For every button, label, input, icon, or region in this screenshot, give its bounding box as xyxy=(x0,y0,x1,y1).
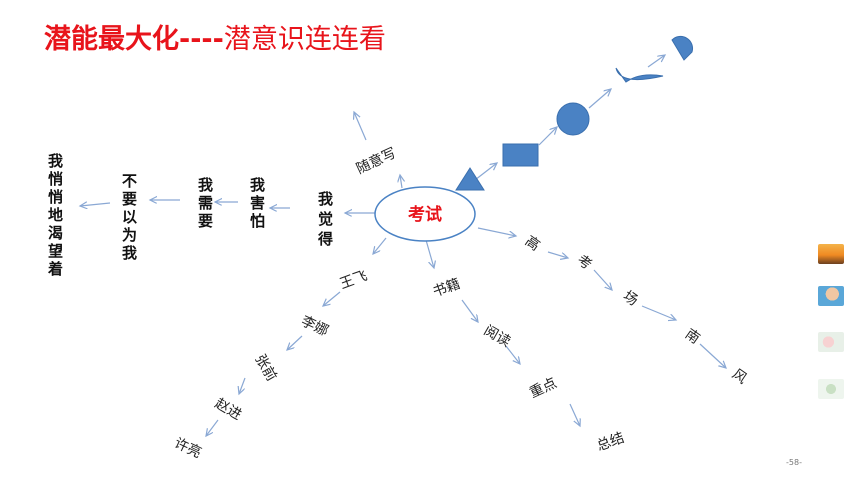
arrow-gao-kao xyxy=(547,251,568,258)
square-shape xyxy=(502,143,539,167)
arrow-center-suiyi xyxy=(400,175,402,189)
node-feng: 风 xyxy=(729,366,750,387)
node-kao: 考 xyxy=(574,252,595,273)
node-buyao-char-0: 不 xyxy=(122,172,137,190)
arrow-square-circle xyxy=(538,127,557,146)
arrow-nan-feng xyxy=(699,343,726,368)
node-juede: 我觉得 xyxy=(317,190,333,248)
center-node xyxy=(374,186,476,242)
arrow-wangfei-lina xyxy=(323,291,341,306)
node-qiaoqiao-char-0: 我 xyxy=(48,152,63,170)
arrow-lina-zhangqian xyxy=(287,335,303,350)
arrow-moon-halfcircle xyxy=(647,55,665,68)
node-nan: 南 xyxy=(682,326,703,347)
node-suiyi: 随意写 xyxy=(353,144,398,177)
arrow-center-shuji xyxy=(425,239,434,268)
page-title: 潜能最大化----潜意识连连看 xyxy=(44,22,386,58)
node-buyao-char-4: 我 xyxy=(122,244,137,262)
arrow-chang-nan xyxy=(641,305,676,320)
half-circle-shape xyxy=(671,35,694,61)
node-buyao: 不要以为我 xyxy=(122,172,137,262)
node-xuyao-char-1: 需 xyxy=(198,194,213,212)
node-zhangqian: 张前 xyxy=(252,351,281,384)
node-buyao-char-3: 为 xyxy=(122,226,137,244)
circle-shape xyxy=(556,102,590,136)
node-buyao-char-2: 以 xyxy=(122,208,137,226)
connectors xyxy=(80,55,726,436)
node-qiaoqiao: 我悄悄地渴望着 xyxy=(47,152,63,278)
thumbnail-face[interactable] xyxy=(818,286,844,306)
arrow-center-wangfei xyxy=(373,237,387,254)
arrow-zhangqian-zhaojin xyxy=(239,377,246,394)
title-normal: 潜意识连连看 xyxy=(223,24,386,55)
node-haipa-char-2: 怕 xyxy=(250,212,265,230)
node-xuyao-char-2: 要 xyxy=(198,212,213,230)
node-haipa-char-0: 我 xyxy=(250,176,265,194)
title-bold: 潜能最大化---- xyxy=(44,24,224,55)
center-label: 考试 xyxy=(407,204,442,225)
arrow-buyao-qiaoqiao xyxy=(80,203,111,206)
node-qiaoqiao-char-6: 着 xyxy=(47,260,63,278)
page-number: -58- xyxy=(786,458,802,467)
thumbnail-flowers[interactable] xyxy=(818,332,844,352)
thumbnail-sunset[interactable] xyxy=(818,244,844,264)
node-chang: 场 xyxy=(620,288,641,309)
node-buyao-char-1: 要 xyxy=(122,190,137,208)
node-zongjie: 总结 xyxy=(595,430,627,455)
arrow-zhaojin-xuliang xyxy=(206,419,219,436)
node-xuyao: 我需要 xyxy=(198,176,213,230)
node-qiaoqiao-char-2: 悄 xyxy=(48,188,63,206)
node-qiaoqiao-char-3: 地 xyxy=(48,206,63,224)
node-xuyao-char-0: 我 xyxy=(198,176,213,194)
arrow-shuji-yuedu xyxy=(461,299,478,322)
arrow-center-gao xyxy=(477,227,516,236)
juede-char-0: 我 xyxy=(318,190,333,208)
node-shuji: 书籍 xyxy=(430,275,462,301)
node-haipa-char-1: 害 xyxy=(250,194,265,212)
node-zhongdian: 重点 xyxy=(527,375,559,401)
juede-char-1: 觉 xyxy=(318,210,333,228)
juede-char-2: 得 xyxy=(317,230,333,248)
node-haipa: 我害怕 xyxy=(250,176,265,230)
node-qiaoqiao-char-5: 望 xyxy=(48,242,63,260)
node-yuedu: 阅读 xyxy=(481,322,514,351)
arrow-kao-chang xyxy=(593,269,612,290)
node-wangfei: 王飞 xyxy=(338,268,370,293)
arrow-yuedu-zhongdian xyxy=(505,345,520,364)
node-lina: 李娜 xyxy=(299,313,331,339)
node-qiaoqiao-char-4: 渴 xyxy=(48,224,63,242)
arrow-circle-moon xyxy=(588,89,611,109)
triangle-shape xyxy=(455,167,485,191)
arrow-suiyi-up xyxy=(354,112,367,141)
thumbnail-green[interactable] xyxy=(818,379,844,399)
half-moon-shape xyxy=(615,67,664,83)
arrow-zhongdian-zongjie xyxy=(569,403,580,426)
node-xuliang: 许亮 xyxy=(172,434,205,461)
node-qiaoqiao-char-1: 悄 xyxy=(48,170,63,188)
node-zhaojin: 赵进 xyxy=(212,396,244,424)
node-gao: 高 xyxy=(522,232,543,254)
